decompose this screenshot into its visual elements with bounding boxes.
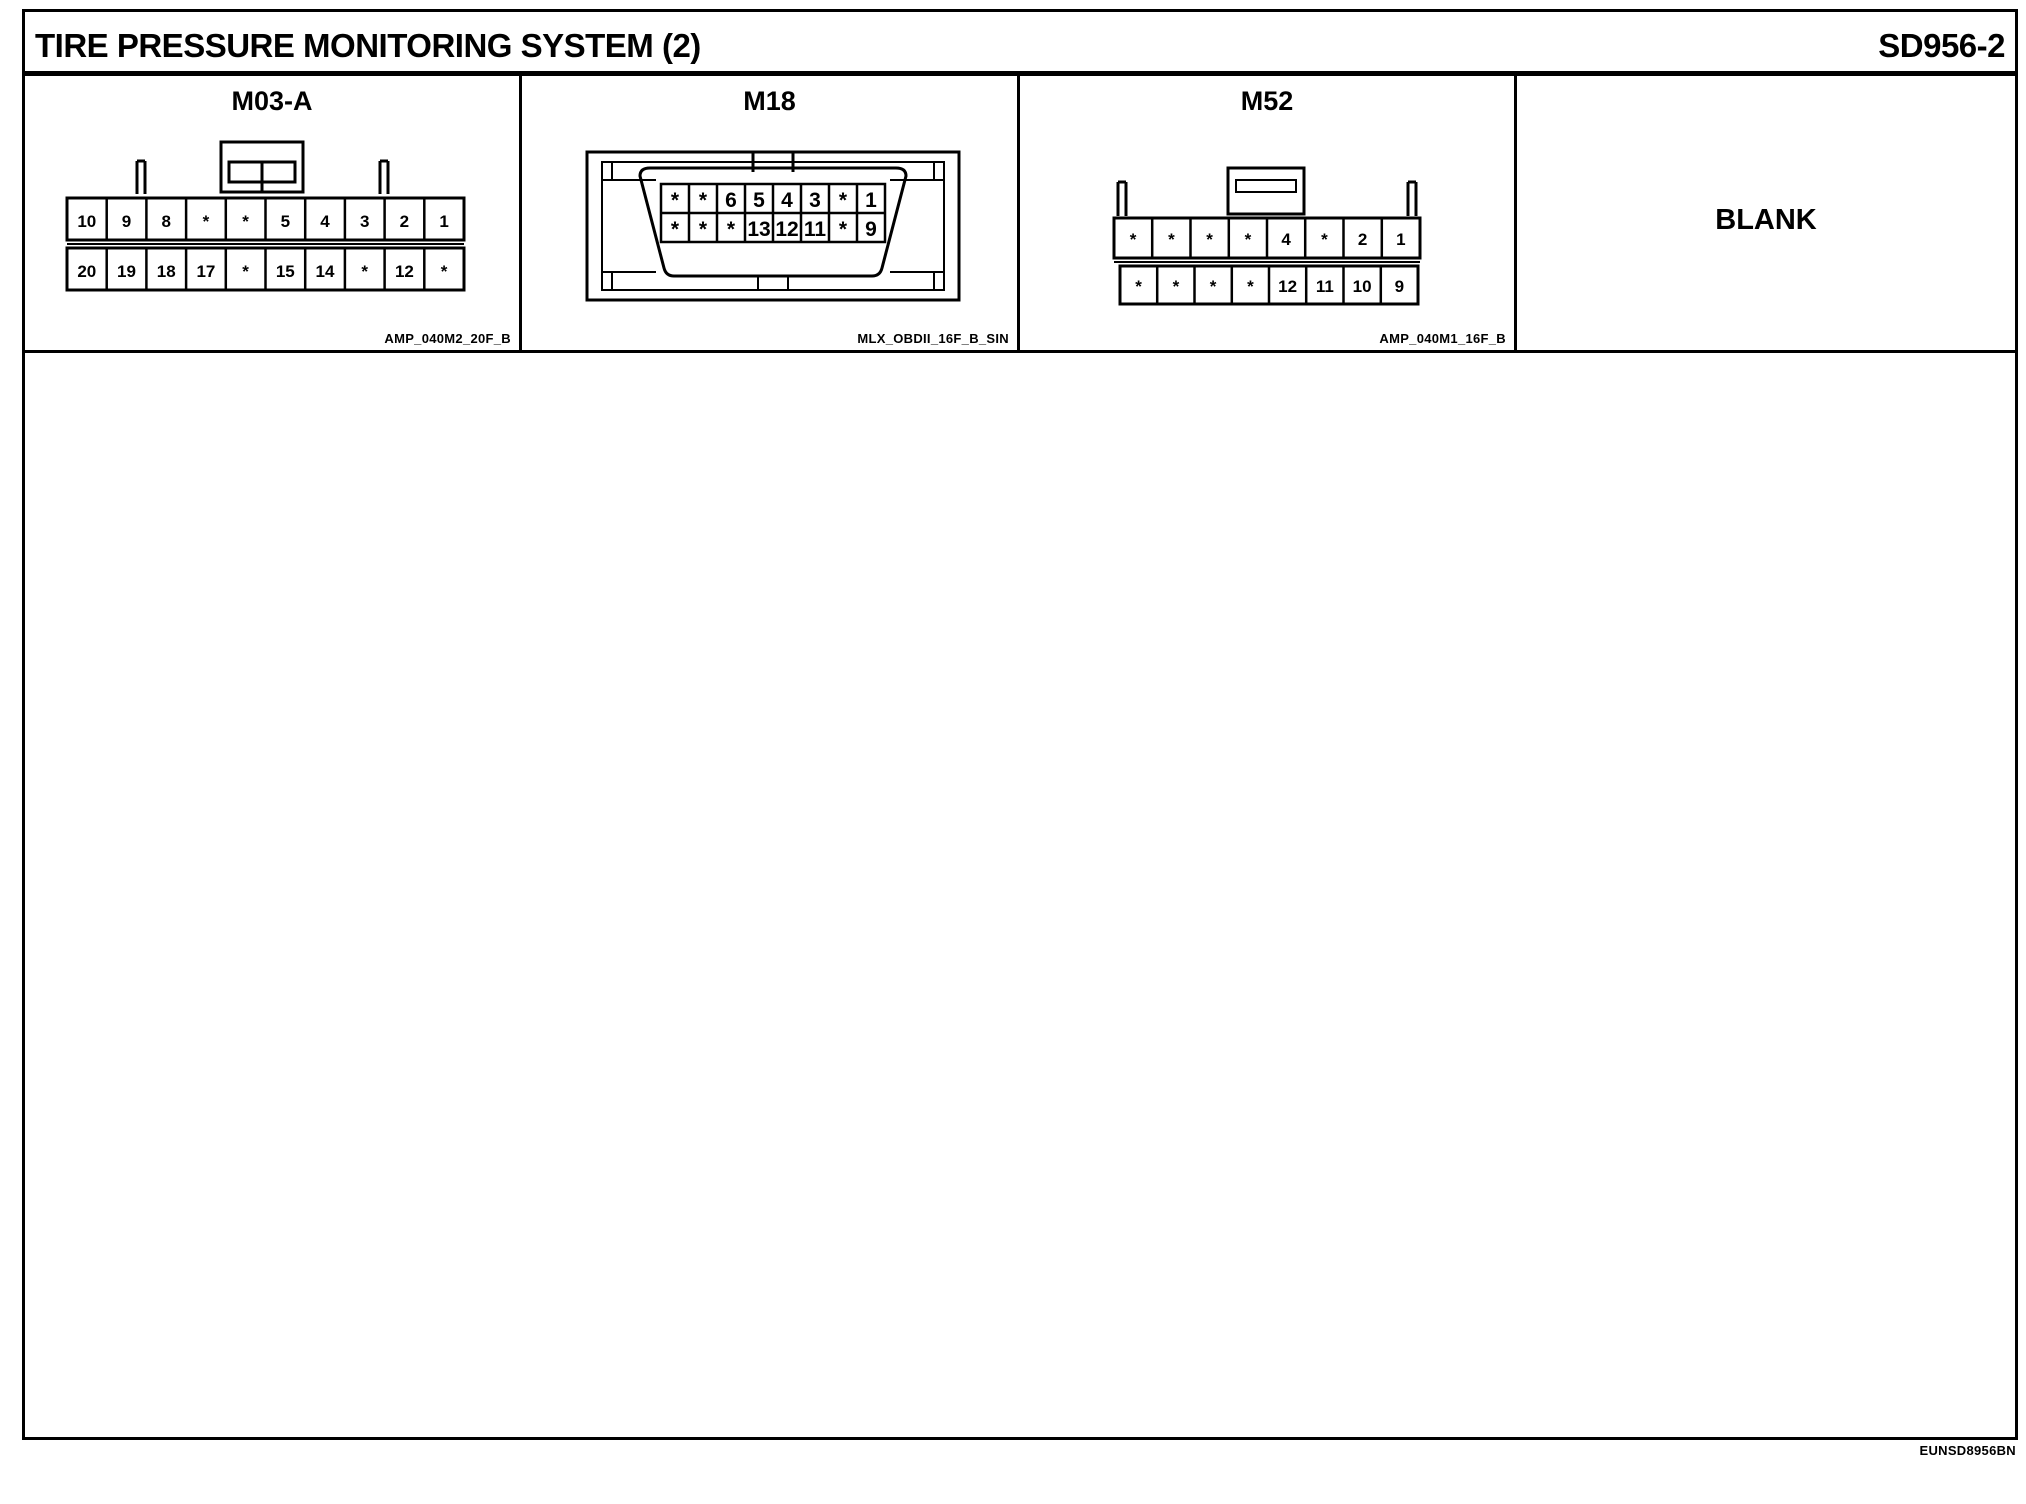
pin-label: 10: [77, 212, 96, 231]
pin-label: *: [242, 212, 249, 231]
pin-labels-top: 10 9 8 * * 5 4 3 2 1: [77, 212, 448, 231]
pin-label: 4: [320, 212, 330, 231]
pin-label: 18: [157, 262, 176, 281]
connector-m52-drawing: * * * * 4 * 2 1 * * * * 12 11 10: [1112, 166, 1422, 306]
pin-label: *: [1247, 277, 1254, 296]
page-title: TIRE PRESSURE MONITORING SYSTEM (2): [35, 27, 701, 64]
pin-label: *: [1206, 230, 1213, 249]
connector-m18-drawing: * * 6 5 4 3 * 1 * * * 13 12 11 *: [585, 150, 961, 302]
pin-label: 9: [122, 212, 131, 231]
locking-tab: [1226, 166, 1306, 216]
pin-label: 2: [1358, 230, 1367, 249]
pin-label: *: [1321, 230, 1328, 249]
pin-label: *: [839, 189, 848, 212]
pin-label: 8: [161, 212, 170, 231]
pin-label: 1: [865, 189, 877, 212]
pin-labels-bottom: * * * * 12 11 10 9: [1135, 277, 1404, 296]
blank-label: BLANK: [1715, 204, 1817, 236]
pin-label: 14: [316, 262, 335, 281]
pin-label: 12: [1278, 277, 1297, 296]
pin-label: 4: [1281, 230, 1291, 249]
pin-dividers: [105, 198, 426, 290]
pin-label: *: [1245, 230, 1252, 249]
pin-label: *: [671, 189, 680, 212]
pin-labels-bottom: * * * 13 12 11 * 9: [671, 218, 877, 241]
pin-label: 6: [725, 189, 737, 212]
connector-panel-m03a: M03-A 10 9 8 * *: [25, 76, 522, 350]
pin-label: *: [361, 262, 368, 281]
pin-labels-bottom: 20 19 18 17 * 15 14 * 12 *: [77, 262, 447, 281]
pin-label: *: [1168, 230, 1175, 249]
pin-label: *: [203, 212, 210, 231]
diagram-code: SD956-2: [1878, 27, 2005, 64]
obd-trapezoid-shell: [638, 166, 908, 278]
pin-label: *: [671, 218, 680, 241]
title-bar: TIRE PRESSURE MONITORING SYSTEM (2) SD95…: [25, 12, 2015, 76]
connector-part-number: AMP_040M1_16F_B: [1379, 331, 1506, 346]
blank-panel: BLANK: [1517, 76, 2015, 350]
pin-label: 15: [276, 262, 295, 281]
pin-label: *: [242, 262, 249, 281]
pin-labels-top: * * * * 4 * 2 1: [1130, 230, 1406, 249]
pin-label: 9: [1395, 277, 1404, 296]
pin-label: *: [1135, 277, 1142, 296]
pin-label: *: [839, 218, 848, 241]
pin-label: 10: [1353, 277, 1372, 296]
connector-part-number: AMP_040M2_20F_B: [384, 331, 511, 346]
connector-name: M03-A: [231, 86, 313, 116]
connector-panel-m52: M52: [1020, 76, 1517, 350]
connector-panel-row: M03-A 10 9 8 * *: [25, 76, 2015, 353]
pin-label: 3: [360, 212, 369, 231]
obd-housing: [585, 150, 961, 302]
pin-label: *: [1210, 277, 1217, 296]
connector-name: M18: [743, 86, 796, 116]
pin-label: *: [1130, 230, 1137, 249]
pin-label: 19: [117, 262, 136, 281]
connector-m03a-drawing: 10 9 8 * * 5 4 3 2 1 20 19 18 17 *: [65, 140, 466, 292]
pin-label: 5: [281, 212, 290, 231]
pin-label: 11: [804, 218, 827, 241]
pin-label: 12: [775, 218, 798, 241]
pin-label: 1: [1396, 230, 1405, 249]
connector-panel-m18: M18: [522, 76, 1020, 350]
connector-name: M52: [1240, 86, 1294, 116]
pin-label: 4: [781, 189, 793, 212]
diagram-sheet: TIRE PRESSURE MONITORING SYSTEM (2) SD95…: [22, 9, 2018, 1440]
pin-label: 9: [865, 218, 877, 241]
pin-label: 20: [77, 262, 96, 281]
pin-label: 3: [809, 189, 821, 212]
pin-label: *: [699, 218, 708, 241]
pin-labels-top: * * 6 5 4 3 * 1: [671, 189, 877, 212]
obd-key: [757, 275, 789, 291]
pin-label: 13: [747, 218, 770, 241]
pin-label: 2: [400, 212, 409, 231]
pin-label: *: [727, 218, 736, 241]
pin-label: 12: [395, 262, 414, 281]
pin-dividers: [1150, 218, 1384, 304]
pin-label: *: [441, 262, 448, 281]
connector-part-number: MLX_OBDII_16F_B_SIN: [857, 331, 1009, 346]
pin-label: 5: [753, 189, 765, 212]
pin-label: *: [699, 189, 708, 212]
pin-label: 11: [1316, 277, 1334, 296]
pin-label: 1: [439, 212, 448, 231]
document-code: EUNSD8956BN: [1919, 1443, 2016, 1458]
pin-label: *: [1173, 277, 1180, 296]
pin-label: 17: [196, 262, 215, 281]
pin-dividers: [687, 184, 859, 242]
